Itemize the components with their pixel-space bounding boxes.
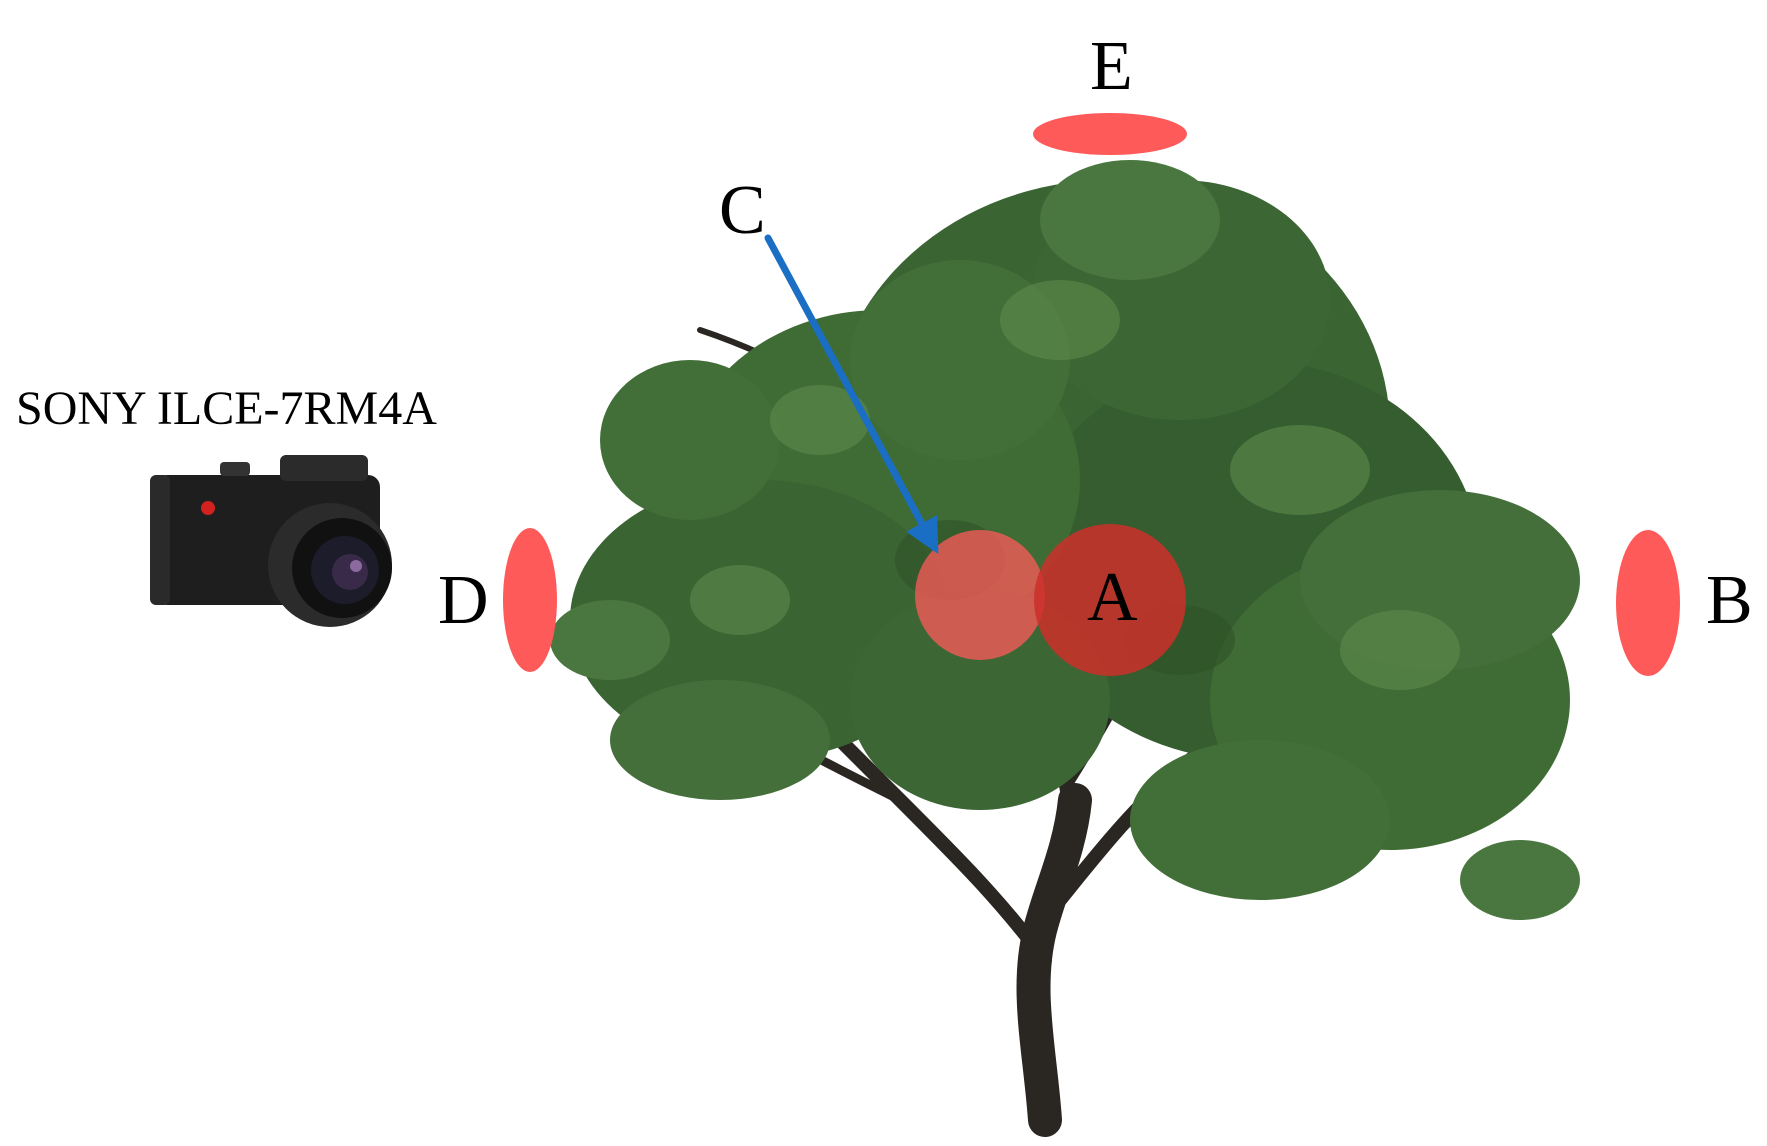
label-b: B — [1706, 562, 1753, 639]
label-c: C — [719, 172, 766, 249]
label-e: E — [1090, 28, 1133, 105]
camera-icon — [150, 455, 392, 627]
tree-icon — [550, 160, 1580, 1137]
arrow-to-c — [764, 234, 939, 555]
marker-a — [1034, 524, 1186, 676]
label-d: D — [438, 562, 489, 639]
marker-e — [1033, 113, 1187, 155]
tree-foliage — [550, 160, 1580, 920]
marker-b — [1616, 530, 1680, 676]
marker-c — [915, 530, 1045, 660]
camera-model-label: SONY ILCE-7RM4A — [16, 382, 437, 435]
label-a: A — [1087, 559, 1138, 636]
marker-d — [503, 528, 557, 672]
